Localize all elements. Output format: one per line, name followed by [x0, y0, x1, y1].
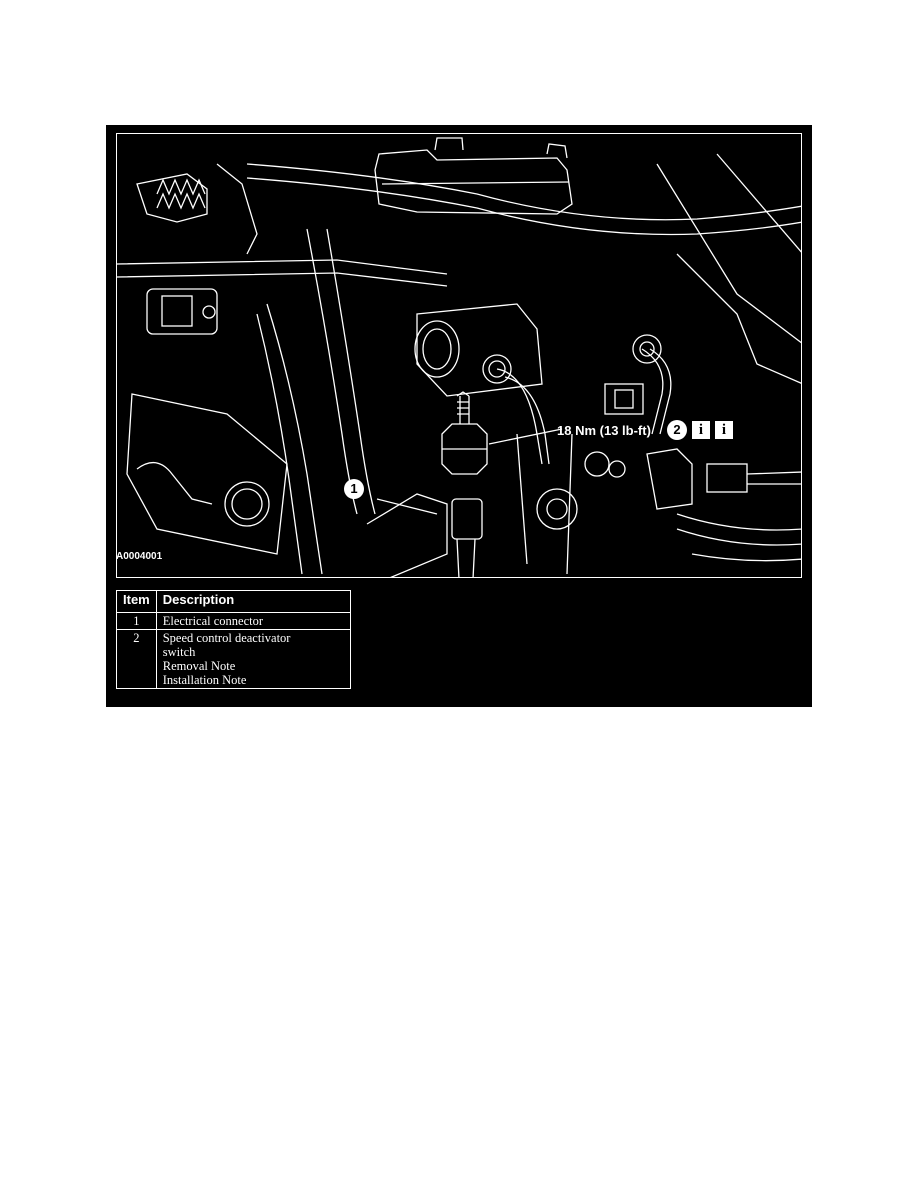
legend-table: Item Description 1 Electrical connector … — [116, 590, 352, 689]
legend-header-item: Item — [116, 590, 157, 613]
legend-description-line: Electrical connector — [162, 614, 264, 628]
table-row: 2 Speed control deactivator switch Remov… — [116, 629, 352, 689]
callout-2-marker: 2 — [667, 420, 687, 440]
figure-id-label: A0004001 — [116, 551, 163, 562]
table-row: 1 Electrical connector — [116, 612, 352, 630]
legend-item-number: 1 — [116, 612, 157, 630]
line-drawing — [117, 137, 801, 577]
legend-description-line: Speed control deactivator — [162, 631, 291, 645]
installation-note-link[interactable]: Installation Note — [162, 673, 247, 687]
info-icon[interactable]: i — [692, 421, 710, 439]
info-icon[interactable]: i — [715, 421, 733, 439]
legend-header-description: Description — [155, 590, 352, 613]
legend-header-row: Item Description — [116, 590, 352, 613]
legend-description: Speed control deactivator switch Removal… — [155, 629, 352, 689]
callout-1-marker: 1 — [344, 479, 364, 499]
removal-note-link[interactable]: Removal Note — [162, 659, 236, 673]
legend-description-line: switch — [162, 645, 196, 659]
torque-spec-label: 18 Nm (13 lb-ft) — [557, 423, 651, 438]
engine-bay-illustration — [116, 133, 802, 578]
legend-description: Electrical connector — [155, 612, 352, 630]
service-figure: A0004001 18 Nm (13 lb-ft) 1 2 i i Item D… — [106, 125, 812, 707]
legend-item-number: 2 — [116, 629, 157, 689]
